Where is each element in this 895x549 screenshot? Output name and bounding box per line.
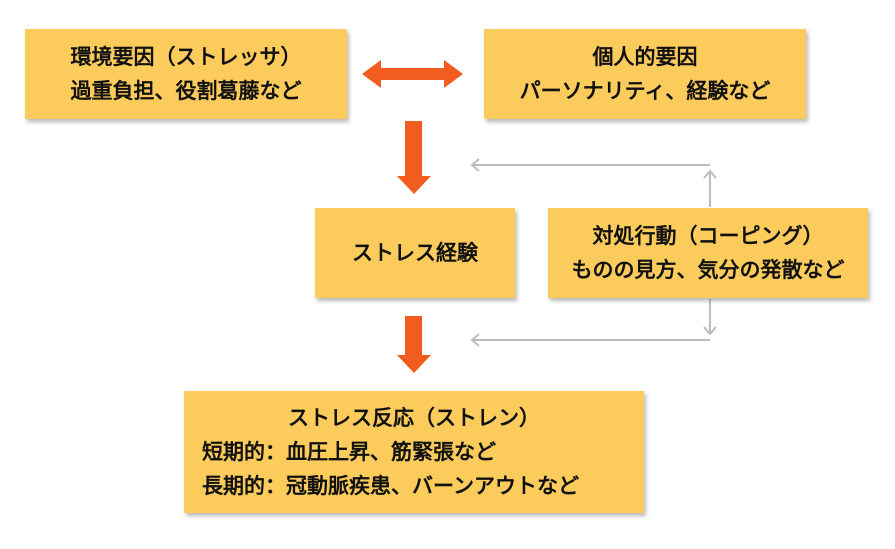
environment-factors-box: 環境要因（ストレッサ） 過重負担、役割葛藤など [25, 29, 347, 119]
response-title: ストレス反応（ストレン） [288, 406, 540, 430]
coping-examples: ものの見方、気分の発散など [571, 258, 845, 282]
bidirectional-arrow [362, 60, 463, 88]
coping-box: 対処行動（コーピング） ものの見方、気分の発散など [548, 208, 868, 298]
personal-title: 個人的要因 [592, 45, 698, 69]
environment-title: 環境要因（ストレッサ） [70, 45, 302, 69]
experience-title: ストレス経験 [352, 241, 478, 265]
personal-factors-box: 個人的要因 パーソナリティ、経験など [484, 29, 806, 119]
down-arrow-environment-to-experience [397, 121, 431, 194]
personal-examples: パーソナリティ、経験など [519, 79, 771, 103]
feedback-arrow-coping-to-response [470, 299, 717, 347]
response-long-term: 長期的：冠動脈疾患、バーンアウトなど [202, 474, 579, 498]
coping-title: 対処行動（コーピング） [592, 224, 824, 248]
response-short-term: 短期的：血圧上昇、筋緊張など [202, 440, 496, 464]
environment-examples: 過重負担、役割葛藤など [70, 79, 302, 103]
stress-response-box: ストレス反応（ストレン） 短期的：血圧上昇、筋緊張など 長期的：冠動脈疾患、バー… [184, 391, 644, 513]
down-arrow-experience-to-response [397, 316, 431, 373]
stress-experience-box: ストレス経験 [315, 208, 515, 298]
feedback-arrow-coping-to-experience [470, 158, 717, 207]
